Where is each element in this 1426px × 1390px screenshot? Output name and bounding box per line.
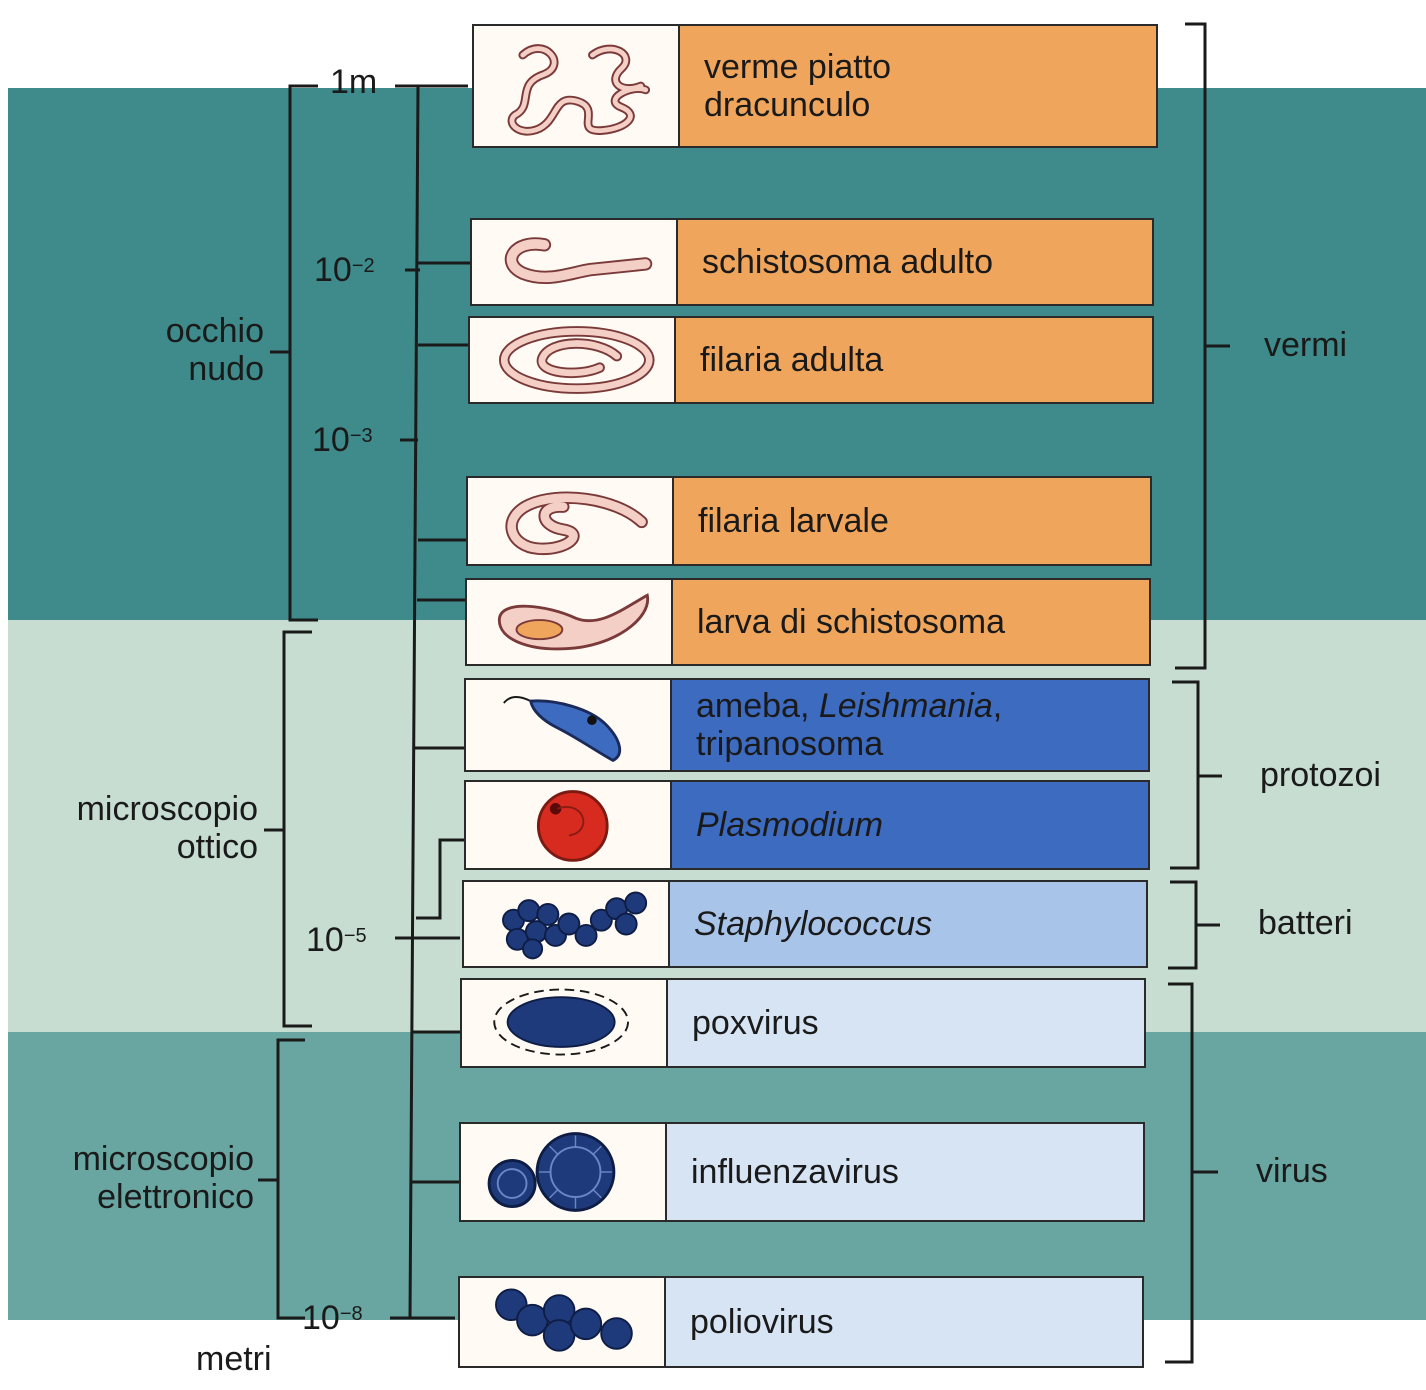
group-label-protozoa: protozoi xyxy=(1260,756,1381,794)
organism-name: schistosoma adulto xyxy=(678,220,1152,304)
poxvirus-icon xyxy=(462,980,668,1066)
scale-unit-label: metri xyxy=(196,1340,272,1378)
group-bracket xyxy=(1165,984,1192,1362)
organism-name: poliovirus xyxy=(666,1278,1142,1366)
tick-label-1e-3: 10−3 xyxy=(312,422,373,458)
organism-row-plasmodium: Plasmodium xyxy=(464,780,1150,870)
organism-row-adult-schistosome: schistosoma adulto xyxy=(470,218,1154,306)
infected-red-cell-icon xyxy=(466,782,672,868)
group-bracket xyxy=(1168,882,1196,968)
influenza-virion-icon xyxy=(461,1124,667,1220)
poliovirus-particles-icon xyxy=(460,1278,666,1366)
schistosome-worm-icon xyxy=(472,220,678,304)
organism-row-adult-filaria: filaria adulta xyxy=(468,316,1154,404)
coiled-filaria-icon xyxy=(470,318,676,402)
organism-name: poxvirus xyxy=(668,980,1144,1066)
method-bracket xyxy=(290,86,318,620)
organism-name: filaria larvale xyxy=(674,478,1150,564)
schistosome-larva-icon xyxy=(467,580,673,664)
organism-name: ameba, Leishmania, tripanosoma xyxy=(672,680,1148,770)
tick-label-1e-2: 10−2 xyxy=(314,252,375,288)
group-bracket xyxy=(1170,682,1198,868)
organism-row-schistosome-larva: larva di schistosoma xyxy=(465,578,1151,666)
organism-name: filaria adulta xyxy=(676,318,1152,402)
organism-row-poxvirus: poxvirus xyxy=(460,978,1146,1068)
organism-row-influenzavirus: influenzavirus xyxy=(459,1122,1145,1222)
group-bracket xyxy=(1175,24,1205,668)
organism-name: larva di schistosoma xyxy=(673,580,1149,664)
group-label-bacteria: batteri xyxy=(1258,904,1353,942)
organism-row-protozoa: ameba, Leishmania, tripanosoma xyxy=(464,678,1150,772)
method-bracket xyxy=(278,1040,305,1318)
organism-name: Staphylococcus xyxy=(670,882,1146,966)
connector xyxy=(416,840,464,918)
cocci-cluster-icon xyxy=(464,882,670,966)
long-worm-icon xyxy=(474,26,680,146)
group-label-worms: vermi xyxy=(1264,326,1347,364)
organism-row-staphylococcus: Staphylococcus xyxy=(462,880,1148,968)
organism-row-poliovirus: poliovirus xyxy=(458,1276,1144,1368)
trypanosome-icon xyxy=(466,680,672,770)
organism-name: Plasmodium xyxy=(672,782,1148,868)
method-bracket xyxy=(284,632,312,1026)
tick-label-1e-8: 10−8 xyxy=(302,1300,363,1336)
larval-filaria-icon xyxy=(468,478,674,564)
group-label-viruses: virus xyxy=(1256,1152,1328,1190)
tick-label-1m: 1m xyxy=(330,64,377,100)
organism-row-larval-filaria: filaria larvale xyxy=(466,476,1152,566)
tick-label-1e-5: 10−5 xyxy=(306,922,367,958)
organism-name: influenzavirus xyxy=(667,1124,1143,1220)
